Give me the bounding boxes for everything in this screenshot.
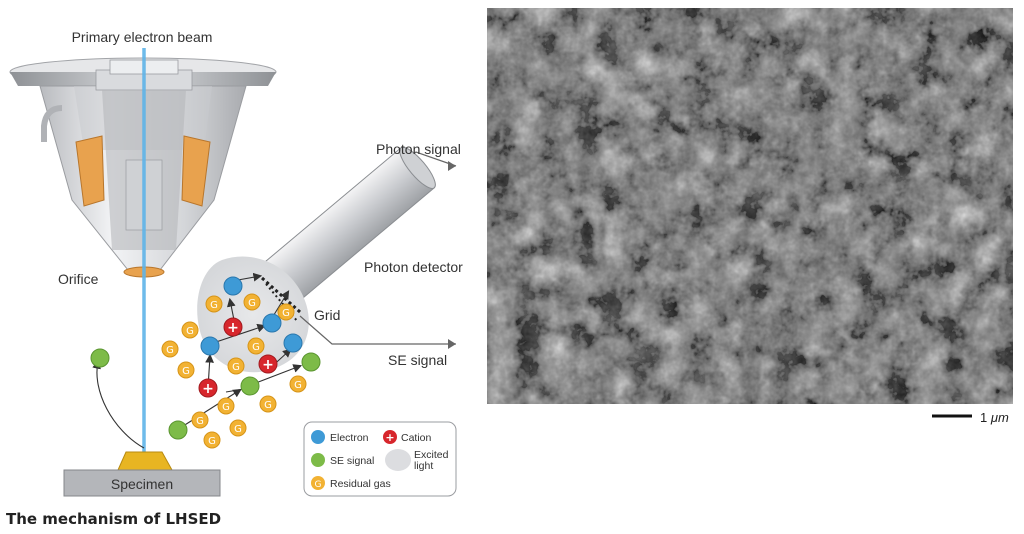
se-signal-arrow <box>299 315 456 345</box>
legend-electron-label: Electron <box>330 432 369 444</box>
gas-particle: G <box>227 357 245 375</box>
svg-text:G: G <box>248 298 256 309</box>
figure-caption: The mechanism of LHSED <box>6 510 222 528</box>
svg-text:G: G <box>234 424 242 435</box>
gas-particle: G <box>247 337 265 355</box>
gas-particle: G <box>243 293 261 311</box>
cation <box>258 354 278 374</box>
cascade-arrows <box>92 272 303 449</box>
svg-text:G: G <box>186 326 194 337</box>
legend-se-label: SE signal <box>330 455 374 467</box>
gas-particle: G <box>181 321 199 339</box>
cation <box>223 317 243 337</box>
legend: Electron + Cation SE signal Excited ligh… <box>303 421 457 497</box>
gas-particle: G <box>277 303 295 321</box>
legend-excited-light-swatch <box>385 449 411 471</box>
se-particle <box>168 420 188 440</box>
se-particle <box>301 352 321 372</box>
se-signal-output-label: SE signal <box>388 352 447 368</box>
residual-gas-particles: G G G G G G G G G G G G G G <box>161 293 307 449</box>
legend-cation-swatch <box>383 430 397 444</box>
gas-particle: G <box>289 375 307 393</box>
sem-micrograph <box>487 8 1013 404</box>
legend-gas-label: Residual gas <box>330 478 391 490</box>
legend-gas-swatch <box>311 476 325 490</box>
svg-text:G: G <box>264 400 272 411</box>
svg-text:G: G <box>252 342 260 353</box>
legend-excited-light-line1: Excited <box>414 449 449 461</box>
gas-particle: G <box>259 395 277 413</box>
svg-text:G: G <box>196 416 204 427</box>
svg-text:G: G <box>210 300 218 311</box>
svg-text:G: G <box>208 436 216 447</box>
legend-excited-light-line2: light <box>414 460 433 472</box>
cations: + + + <box>198 317 278 398</box>
legend-electron-swatch <box>311 430 325 444</box>
svg-text:+: + <box>227 320 239 336</box>
svg-text:G: G <box>294 380 302 391</box>
svg-text:G: G <box>222 402 230 413</box>
grid-label: Grid <box>314 307 340 323</box>
svg-text:G: G <box>315 480 322 490</box>
se-particle <box>240 376 260 396</box>
gas-particle: G <box>229 419 247 437</box>
gas-particle: G <box>205 295 223 313</box>
electrons <box>200 276 303 356</box>
gas-particle: G <box>177 361 195 379</box>
primary-beam-label: Primary electron beam <box>72 29 213 45</box>
scale-bar-label: 1 μm <box>980 410 1009 425</box>
svg-text:G: G <box>232 362 240 373</box>
gas-particle: G <box>217 397 235 415</box>
electron <box>262 313 282 333</box>
svg-text:G: G <box>282 308 290 319</box>
svg-text:+: + <box>202 381 214 397</box>
cation <box>198 378 218 398</box>
se-signal-arrowhead <box>448 339 456 349</box>
photon-detector-label: Photon detector <box>364 259 463 275</box>
svg-text:+: + <box>385 431 394 444</box>
legend-se-swatch <box>311 453 325 467</box>
orifice-label: Orifice <box>58 271 99 287</box>
gas-particle: G <box>191 411 209 429</box>
svg-text:G: G <box>182 366 190 377</box>
svg-text:+: + <box>262 357 274 373</box>
gas-particle: G <box>161 340 179 358</box>
se-particle <box>90 348 110 368</box>
specimen <box>63 451 221 497</box>
se-signal-particles <box>90 348 321 440</box>
electron <box>200 336 220 356</box>
legend-cation-label: Cation <box>401 432 432 444</box>
svg-text:G: G <box>166 345 174 356</box>
photon-signal-label: Photon signal <box>376 141 461 157</box>
specimen-label: Specimen <box>111 476 173 492</box>
gas-particle: G <box>203 431 221 449</box>
electron <box>223 276 243 296</box>
electron <box>283 333 303 353</box>
